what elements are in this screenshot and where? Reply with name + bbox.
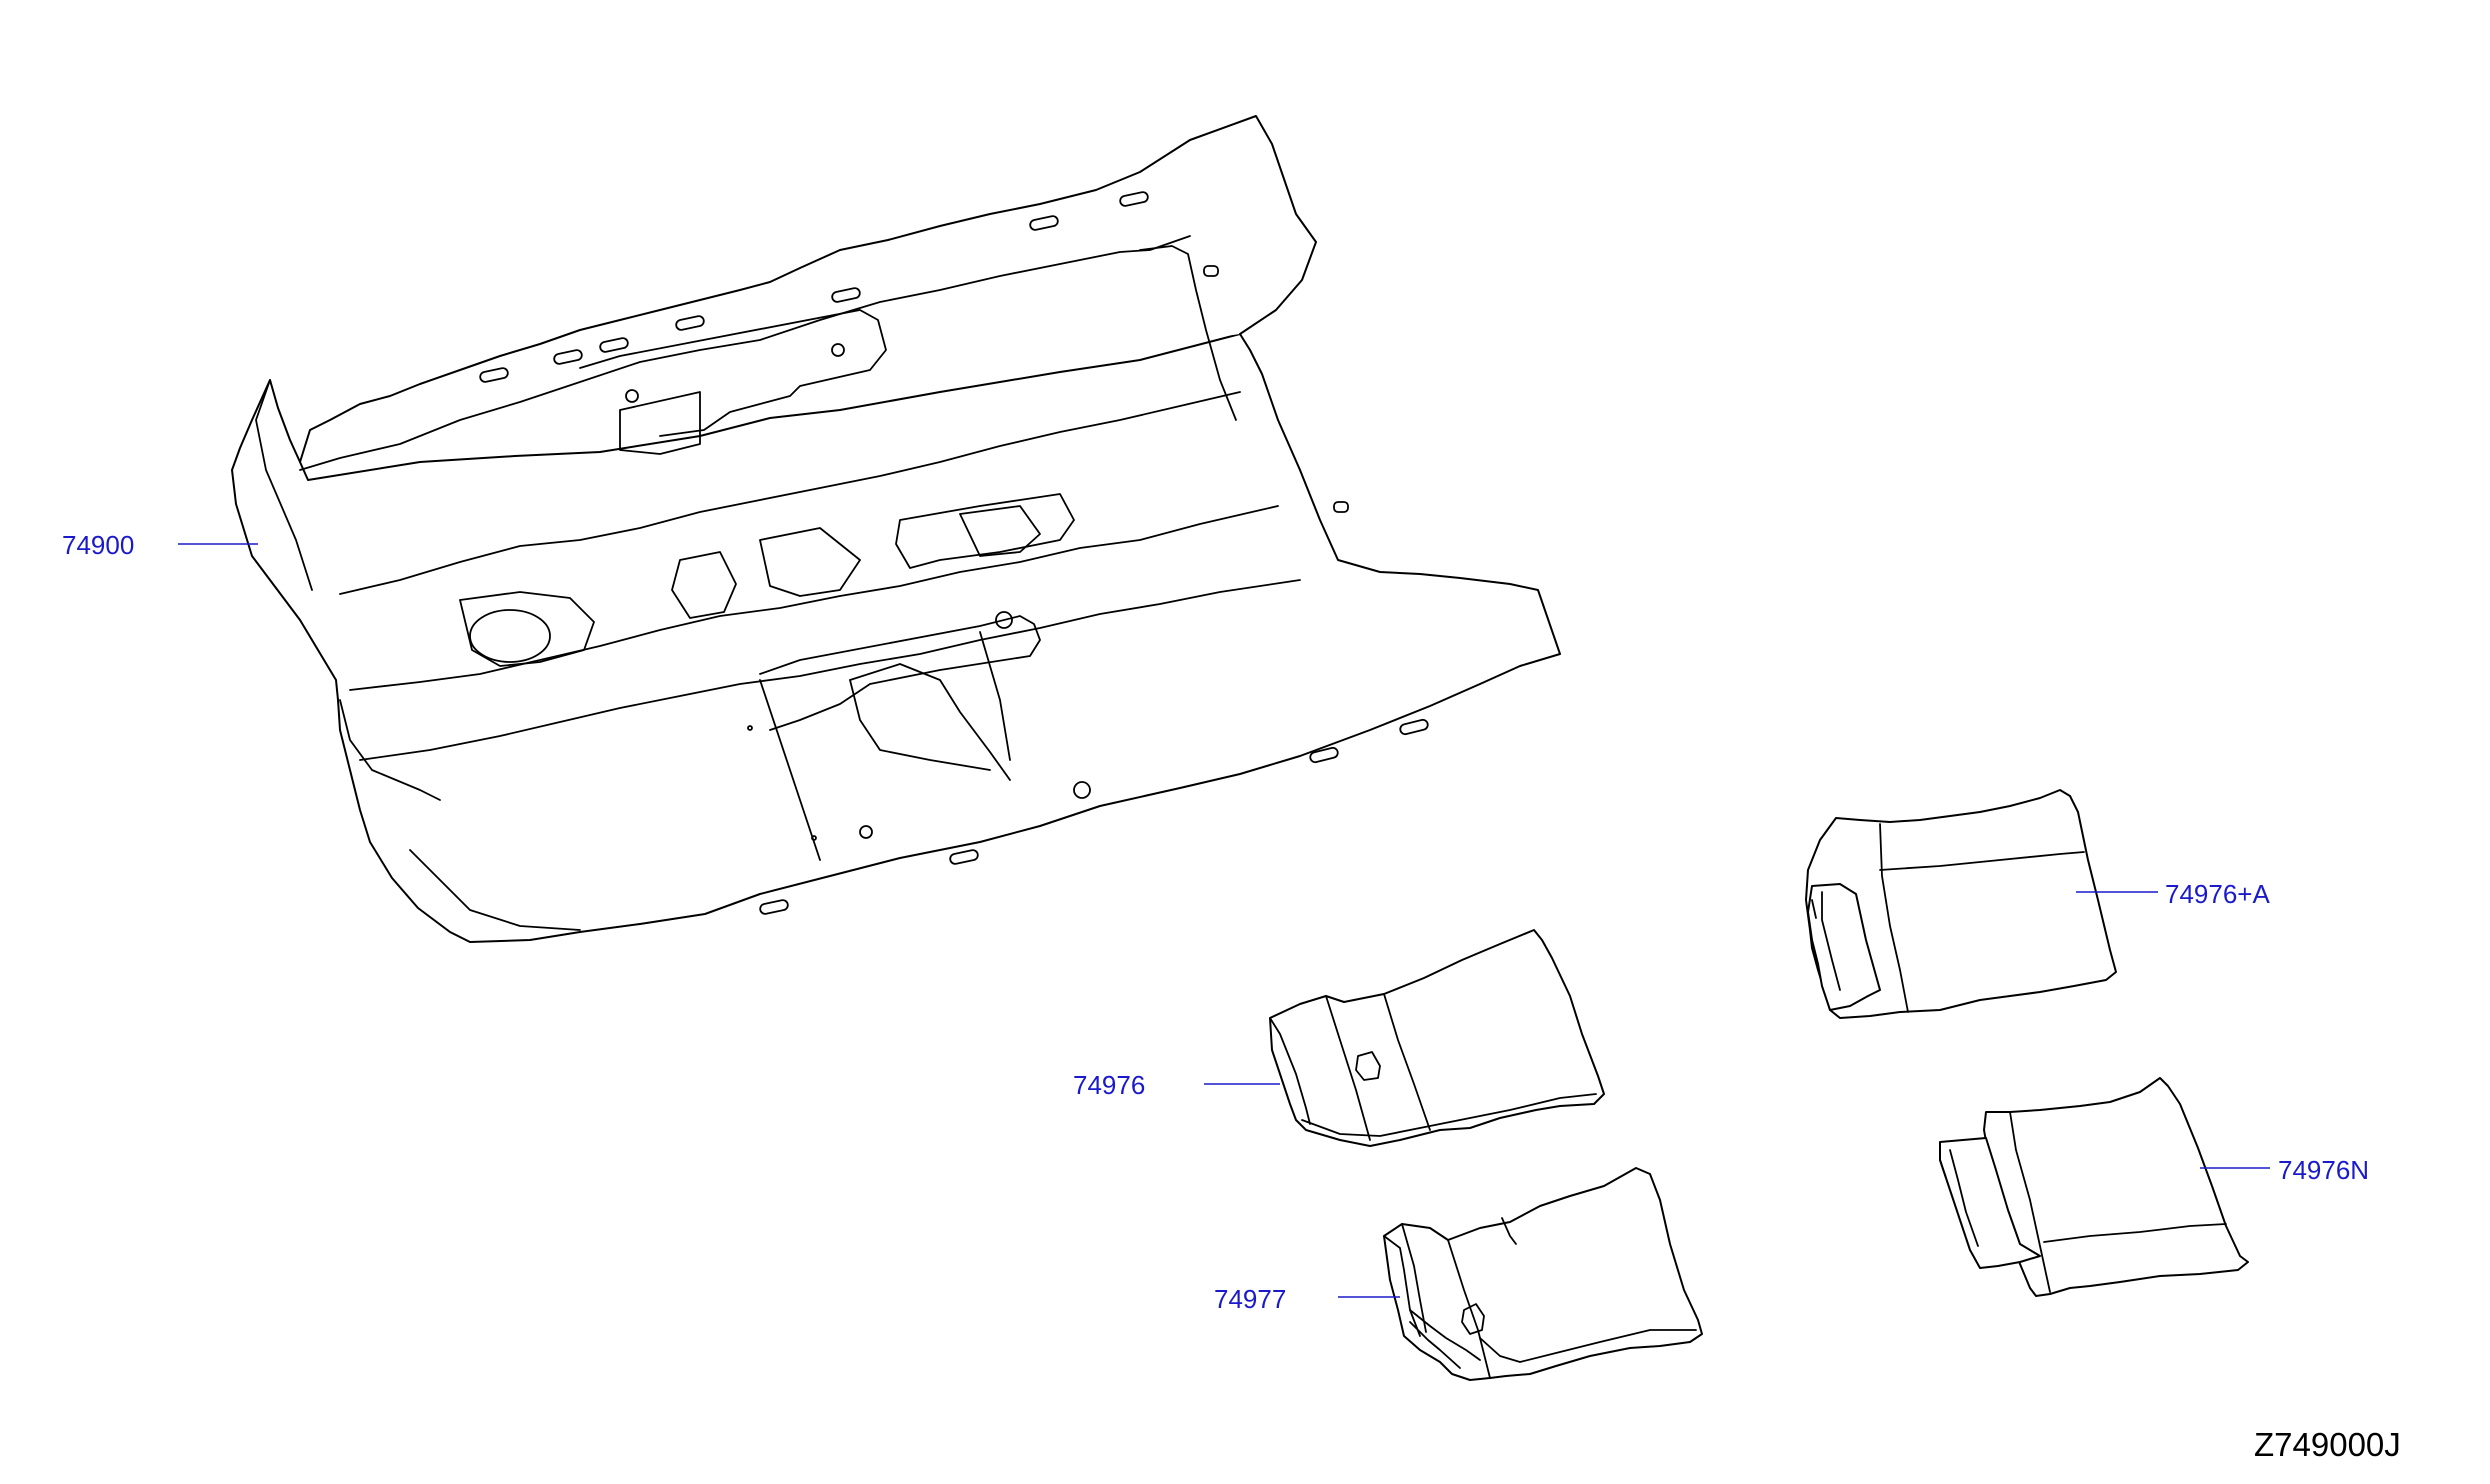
floor-mat-74977[interactable]	[1383, 1167, 1703, 1381]
callout-74976-plus-a[interactable]: 74976+A	[2165, 879, 2270, 909]
callout-74976n[interactable]: 74976N	[2278, 1155, 2370, 1185]
callout-74976[interactable]: 74976	[1073, 1070, 1146, 1100]
diagram-code: Z749000J	[2254, 1426, 2401, 1463]
callout-74977[interactable]: 74977	[1214, 1284, 1287, 1314]
floor-mat-74976n[interactable]	[1939, 1077, 2249, 1297]
floor-mat-74976[interactable]	[1269, 929, 1605, 1147]
floor-mat-74976-plus-a[interactable]	[1805, 789, 2117, 1019]
floor-carpet-74900[interactable]	[231, 115, 1561, 943]
callout-74900[interactable]: 74900	[62, 530, 135, 560]
